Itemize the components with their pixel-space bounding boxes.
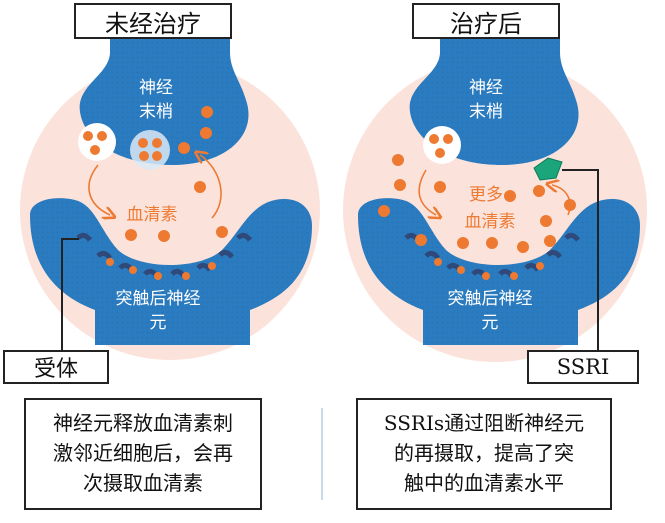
receptor xyxy=(424,250,440,260)
ssri-blocker xyxy=(533,157,563,181)
reuptake-arrow xyxy=(200,155,222,219)
right-more-label: 更多 xyxy=(469,185,503,205)
left-title-box: 未经治疗 xyxy=(74,3,232,39)
serotonin xyxy=(533,185,545,197)
receptor xyxy=(524,262,540,272)
serotonin xyxy=(208,262,216,270)
serotonin xyxy=(457,237,469,249)
right-title: 治疗后 xyxy=(450,9,522,38)
right-vesicle xyxy=(423,126,461,164)
serotonin xyxy=(201,106,213,118)
serotonin xyxy=(482,272,490,280)
right-caption-line: 的再摄取，提高了突 xyxy=(394,441,574,465)
left-serotonin-label: 血清素 xyxy=(127,205,178,225)
release-arrow xyxy=(418,169,436,215)
serotonin xyxy=(154,272,162,280)
serotonin xyxy=(194,181,206,193)
left-postsynaptic-label-2: 元 xyxy=(150,313,167,333)
left-presynaptic-label-2: 末梢 xyxy=(139,102,173,122)
blocked-reuptake-arrow xyxy=(552,185,571,216)
serotonin xyxy=(125,229,137,241)
serotonin xyxy=(178,142,190,154)
left-panel: 神经 末梢 血清素 突触后神经 元 xyxy=(20,15,320,360)
receptor xyxy=(218,249,234,259)
receptor-pointer-line xyxy=(61,238,79,352)
right-caption-box: SSRIs通过阻断神经元 的再摄取，提高了突 触中的血清素水平 xyxy=(356,398,612,510)
serotonin xyxy=(378,205,390,217)
serotonin xyxy=(182,272,190,280)
receptor xyxy=(236,232,252,242)
left-title: 未经治疗 xyxy=(105,9,201,38)
serotonin xyxy=(415,234,427,246)
right-presynaptic-label-1: 神经 xyxy=(469,78,503,98)
serotonin xyxy=(540,215,552,227)
serotonin xyxy=(394,179,406,191)
right-receptors xyxy=(404,232,580,278)
serotonin xyxy=(544,235,556,247)
left-caption-box: 神经元释放血清素刺 激邻近细胞后，会再 次摄取血清素 xyxy=(24,398,262,510)
right-postsynaptic-label-1: 突触后神经 xyxy=(448,289,533,309)
right-caption-line: SSRIs通过阻断神经元 xyxy=(383,411,585,435)
serotonin xyxy=(434,258,442,266)
left-caption-line: 次摄取血清素 xyxy=(83,471,203,495)
ssri-pointer-line xyxy=(562,169,599,352)
ssri-label-box: SSRI xyxy=(527,350,639,384)
release-arrow xyxy=(88,164,110,215)
serotonin xyxy=(106,258,114,266)
serotonin xyxy=(200,127,212,139)
right-panel: 神经 末梢 更多 血清素 突触后神经 元 xyxy=(343,15,647,362)
ssri-label: SSRI xyxy=(556,355,610,379)
right-title-box: 治疗后 xyxy=(412,3,560,39)
left-vesicle-1 xyxy=(78,123,116,161)
receptor xyxy=(76,232,92,242)
serotonin xyxy=(434,181,446,193)
serotonin xyxy=(486,237,498,249)
left-postsynaptic-label-1: 突触后神经 xyxy=(116,289,201,309)
serotonin xyxy=(504,190,516,202)
left-caption-line: 神经元释放血清素刺 xyxy=(53,411,233,435)
receptor-label: 受体 xyxy=(33,357,78,382)
serotonin xyxy=(517,241,529,253)
serotonin xyxy=(129,266,137,274)
serotonin xyxy=(216,226,228,238)
left-caption-line: 激邻近细胞后，会再 xyxy=(53,441,233,465)
right-serotonin-label: 血清素 xyxy=(465,212,516,232)
serotonin xyxy=(510,272,518,280)
receptor-label-box: 受体 xyxy=(3,350,109,384)
receptor xyxy=(196,262,212,272)
receptor xyxy=(546,249,562,259)
serotonin xyxy=(457,266,465,274)
right-presynaptic-label-2: 末梢 xyxy=(469,102,503,122)
receptor xyxy=(96,250,112,260)
serotonin xyxy=(392,154,404,166)
receptor xyxy=(564,232,580,242)
serotonin xyxy=(536,262,544,270)
left-vesicle-2 xyxy=(130,130,170,170)
serotonin xyxy=(158,230,170,242)
right-caption-line: 触中的血清素水平 xyxy=(404,471,564,495)
left-presynaptic-label-1: 神经 xyxy=(139,78,173,98)
right-postsynaptic-label-2: 元 xyxy=(482,313,499,333)
